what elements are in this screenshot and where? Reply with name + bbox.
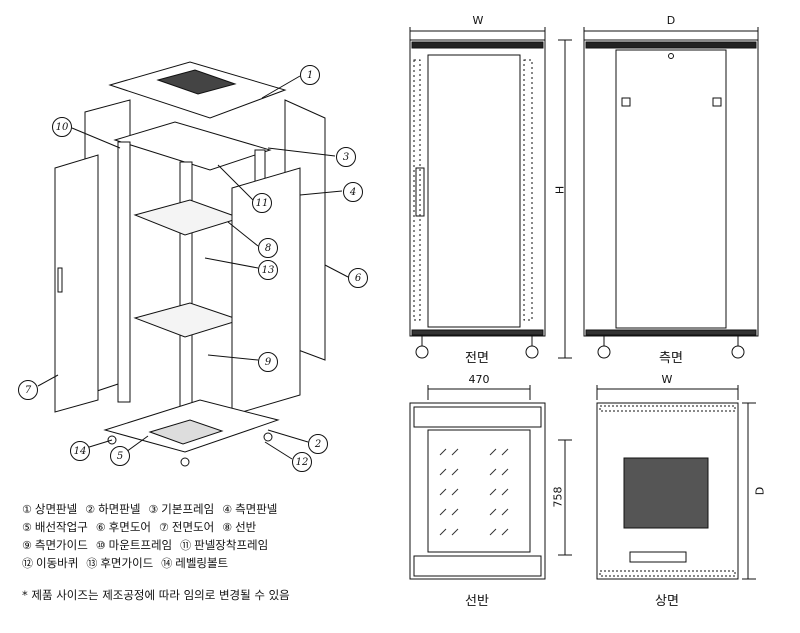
top-depth-label: D bbox=[753, 486, 767, 496]
callout-7: 7 bbox=[18, 380, 38, 400]
leader-7 bbox=[37, 374, 59, 387]
leader-9 bbox=[207, 354, 259, 361]
shelf-width-label: 470 bbox=[468, 373, 490, 386]
leader-2 bbox=[267, 429, 309, 443]
leader-12 bbox=[264, 441, 293, 460]
callout-12: 12 bbox=[292, 452, 312, 472]
side-caster-right bbox=[731, 345, 745, 359]
callout-1: 1 bbox=[300, 65, 320, 85]
front-view bbox=[409, 27, 572, 359]
shelf-view-label: 선반 bbox=[465, 594, 489, 609]
callout-14: 14 bbox=[70, 441, 90, 461]
side-depth-label: D bbox=[666, 14, 676, 27]
front-view-label: 전면 bbox=[465, 351, 489, 366]
front-door bbox=[54, 154, 99, 413]
side-caster-left bbox=[597, 345, 611, 359]
callout-5: 5 bbox=[110, 446, 130, 466]
shelf-lower bbox=[133, 302, 242, 338]
callout-3: 3 bbox=[336, 147, 356, 167]
leader-6 bbox=[324, 264, 349, 278]
caster-rr bbox=[263, 432, 273, 442]
callout-4: 4 bbox=[343, 182, 363, 202]
top-width-label: W bbox=[661, 373, 673, 386]
side-panel-inner bbox=[615, 49, 727, 329]
front-width-label: W bbox=[472, 14, 484, 27]
shelf-view bbox=[409, 385, 572, 580]
leader-4 bbox=[299, 190, 343, 196]
callout-11: 11 bbox=[252, 193, 272, 213]
top-vent-grid bbox=[623, 457, 709, 529]
callout-2: 2 bbox=[308, 434, 328, 454]
leader-14 bbox=[85, 439, 113, 449]
callout-6: 6 bbox=[348, 268, 368, 288]
front-caster-left bbox=[415, 345, 429, 359]
callout-10: 10 bbox=[52, 117, 72, 137]
cable-entry bbox=[148, 419, 224, 445]
top-view-label: 상면 bbox=[655, 594, 679, 609]
front-door-handle bbox=[57, 267, 63, 293]
size-disclaimer: * 제품 사이즈는 제조공정에 따라 임의로 변경될 수 있음 bbox=[22, 588, 290, 602]
side-view bbox=[583, 27, 759, 359]
leader-11 bbox=[217, 164, 254, 201]
leader-8 bbox=[227, 221, 259, 247]
leader-5 bbox=[125, 435, 149, 453]
front-height-label: H bbox=[553, 185, 567, 195]
caster-fr bbox=[180, 457, 190, 467]
side-view-label: 측면 bbox=[659, 351, 683, 366]
leader-13 bbox=[204, 257, 259, 269]
callout-8: 8 bbox=[258, 238, 278, 258]
shelf-upper bbox=[133, 199, 242, 236]
top-cable-slot bbox=[629, 551, 687, 563]
shelf-vent-slots bbox=[439, 448, 509, 536]
top-panel-vent bbox=[156, 69, 237, 95]
exploded-view bbox=[37, 61, 349, 467]
shelf-depth-label: 758 bbox=[551, 486, 565, 508]
frame-front-left-post bbox=[117, 141, 131, 403]
leader-10 bbox=[71, 127, 121, 149]
callout-9: 9 bbox=[258, 352, 278, 372]
top-view bbox=[596, 385, 756, 580]
base-frame bbox=[113, 121, 272, 171]
frame-front-right-post bbox=[179, 161, 193, 413]
front-door-panel bbox=[427, 54, 521, 328]
rear-door bbox=[231, 167, 301, 416]
leader-1 bbox=[261, 75, 301, 99]
front-caster-right bbox=[525, 345, 539, 359]
leader-3 bbox=[267, 147, 336, 157]
callout-13: 13 bbox=[258, 260, 278, 280]
